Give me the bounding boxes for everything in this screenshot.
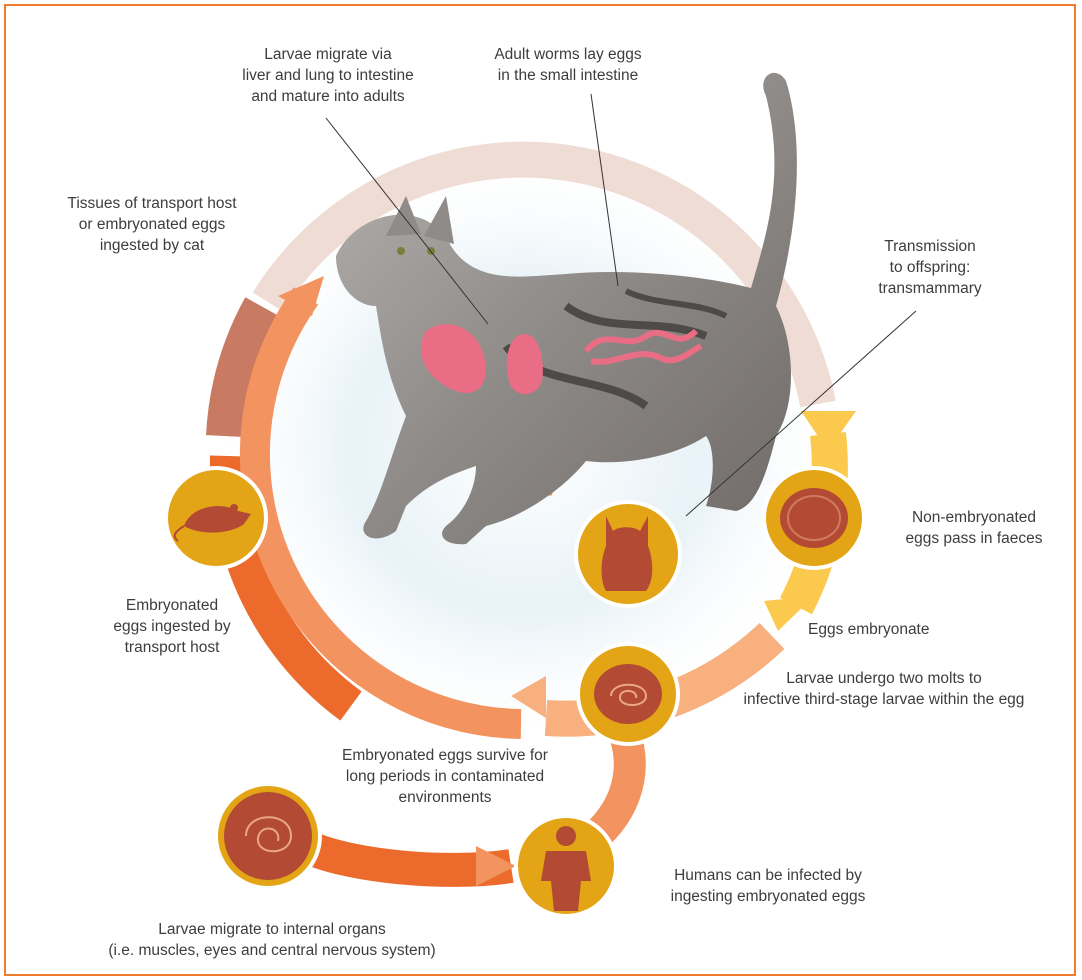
label-eggs-embryonate: Eggs embryonate [808,619,930,640]
larva-egg-icon [578,644,678,744]
label-larvae-molts: Larvae undergo two molts to infective th… [710,668,1058,710]
label-larvae-internal: Larvae migrate to internal organs (i.e. … [82,919,462,961]
label-humans-infected: Humans can be infected by ingesting embr… [640,865,896,907]
larva-tissue-icon [216,784,320,888]
kitten-icon [576,502,680,606]
label-non-embryonated: Non-embryonated eggs pass in faeces [884,507,1064,549]
label-tissues-transport: Tissues of transport host or embryonated… [52,193,252,256]
human-icon [516,816,616,916]
mouse-icon [166,468,266,568]
lifecycle-diagram [6,6,1076,976]
label-transmission: Transmission to offspring: transmammary [860,236,1000,299]
label-larvae-migrate-liver: Larvae migrate via liver and lung to int… [228,44,428,107]
egg-icon [764,468,864,568]
label-adult-worms: Adult worms lay eggs in the small intest… [468,44,668,86]
label-embryonated-transport: Embryonated eggs ingested by transport h… [92,595,252,658]
diagram-frame [4,4,1076,976]
label-eggs-survive: Embryonated eggs survive for long period… [318,745,572,808]
